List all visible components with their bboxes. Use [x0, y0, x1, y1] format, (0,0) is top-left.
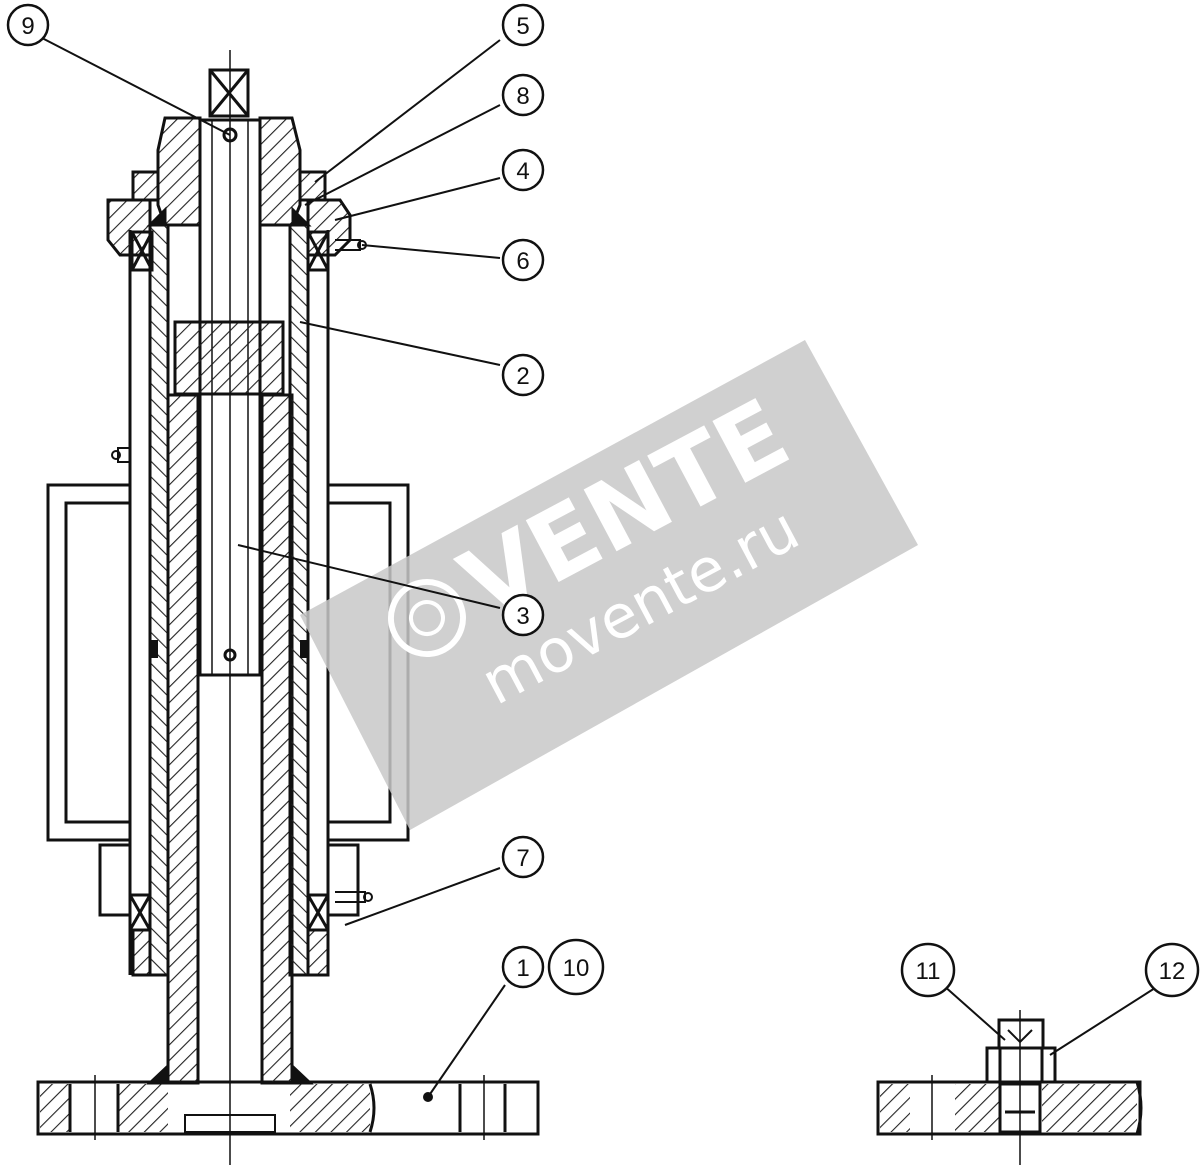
watermark-band: [300, 340, 918, 830]
svg-text:9: 9: [21, 13, 34, 40]
balloon-4: 4: [501, 148, 545, 192]
svg-text:6: 6: [516, 248, 529, 275]
watermark: VENTE movente.ru: [300, 340, 918, 830]
inner-rod: [198, 68, 262, 677]
bolt-detail: [876, 1010, 1143, 1165]
base-plate: [36, 1075, 540, 1140]
svg-text:7: 7: [516, 845, 529, 872]
top-nut: [131, 116, 327, 227]
svg-text:12: 12: [1159, 958, 1186, 985]
balloon-10: 10: [547, 938, 605, 996]
svg-text:4: 4: [516, 158, 529, 185]
svg-text:2: 2: [516, 363, 529, 390]
balloon-8: 8: [501, 73, 545, 117]
leader-lines: [41, 37, 1156, 1102]
svg-text:11: 11: [916, 958, 941, 985]
main-assembly: [36, 50, 540, 1165]
balloon-3: 3: [501, 593, 545, 637]
balloon-5: 5: [501, 3, 545, 47]
svg-text:8: 8: [516, 83, 529, 110]
svg-text:5: 5: [516, 13, 529, 40]
bottom-bearing: [98, 843, 373, 977]
svg-text:10: 10: [563, 955, 590, 982]
balloon-7: 7: [501, 835, 545, 879]
balloon-6: 6: [501, 238, 545, 282]
balloon-2: 2: [501, 353, 545, 397]
guide-block: [173, 320, 285, 396]
balloon-1: 1: [501, 945, 545, 989]
svg-text:3: 3: [516, 603, 529, 630]
balloon-9: 9: [6, 3, 50, 47]
balloon-12: 12: [1144, 942, 1200, 998]
svg-text:1: 1: [516, 955, 529, 982]
top-flange: [106, 198, 367, 272]
balloon-11: 11: [900, 942, 956, 998]
